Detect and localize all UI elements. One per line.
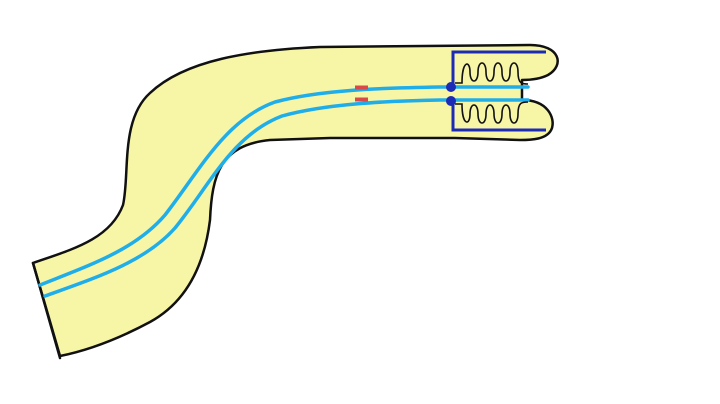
red-marker-upper [355, 85, 368, 90]
pivot-knob-upper [446, 82, 456, 92]
upper-spring [455, 62, 529, 85]
upper-chamber-frame [451, 50, 546, 85]
tube-body [31, 43, 559, 358]
pivot-knob-lower [446, 96, 456, 106]
upper-spring-chamber [451, 50, 546, 85]
channel-line-lower [43, 98, 530, 298]
lower-chamber-frame [451, 102, 546, 132]
lower-spring-chamber [451, 101, 546, 132]
tube-end-cap [31, 261, 62, 360]
lower-spring [455, 101, 529, 124]
channel-line-upper [38, 85, 530, 287]
red-marker-lower [355, 97, 368, 102]
